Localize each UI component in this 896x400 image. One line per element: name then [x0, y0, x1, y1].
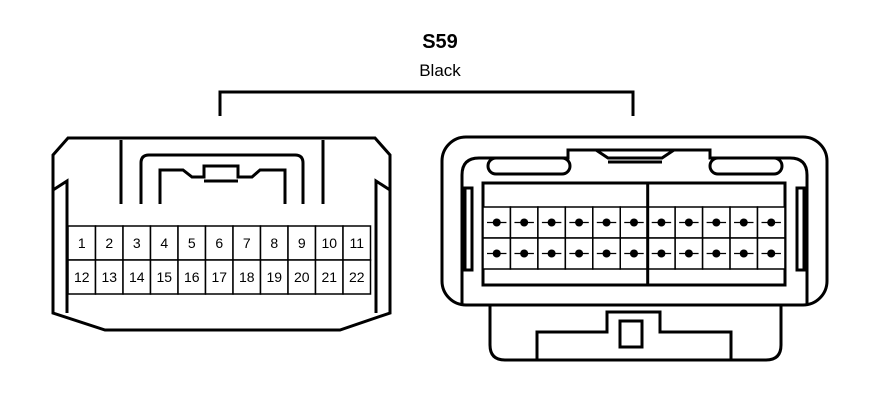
cavity-grid: [482, 183, 786, 285]
pin-cell: [149, 259, 179, 295]
lock-button: [618, 319, 644, 349]
pin-number: 4: [160, 235, 168, 251]
housing-inner-outline: [460, 148, 809, 305]
connector-color: Black: [419, 61, 461, 80]
pin-number: 22: [349, 269, 365, 285]
pin-cell: [259, 259, 289, 295]
pin-number: 20: [294, 269, 310, 285]
pin-cell: [204, 259, 234, 295]
pin-number: 1: [78, 235, 86, 251]
pin-cell: [232, 225, 262, 261]
pin-number: 16: [184, 269, 200, 285]
pin-cell: [94, 259, 124, 295]
pin-number: 12: [74, 269, 90, 285]
left-slot: [486, 156, 572, 176]
left-side-notch: [52, 178, 69, 313]
pin-number: 3: [133, 235, 141, 251]
housing-rear-view: [440, 135, 829, 362]
pin-number: 18: [239, 269, 255, 285]
connector-code: S59: [422, 31, 458, 53]
view-bracket: [218, 90, 635, 116]
left-rail: [463, 186, 474, 272]
pin-number: 9: [298, 235, 306, 251]
lock-guide-walls: [119, 140, 325, 204]
latch-tab: [158, 164, 287, 204]
pin-number: 21: [321, 269, 337, 285]
pin-cell: [122, 259, 152, 295]
pin-cell: [177, 259, 207, 295]
pin-number: 5: [188, 235, 196, 251]
pin-number: 2: [105, 235, 113, 251]
pin-cell: [232, 259, 262, 295]
pin-number: 7: [243, 235, 251, 251]
right-side-notch: [374, 178, 391, 313]
pin-number: 8: [270, 235, 278, 251]
right-slot: [708, 156, 784, 176]
rear-lock-housing: [488, 303, 783, 362]
pin-cell: [67, 259, 97, 295]
pin-cell: [287, 225, 317, 261]
locking-latch: [139, 153, 305, 204]
pin-number: 19: [266, 269, 282, 285]
pin-cell: [342, 259, 372, 295]
pin-number: 15: [156, 269, 172, 285]
pin-cell: [342, 225, 372, 261]
right-rail: [795, 186, 806, 272]
pin-number: 14: [129, 269, 145, 285]
pin-cell: [314, 259, 344, 295]
pin-number: 10: [321, 235, 337, 251]
pin-number: 13: [101, 269, 117, 285]
pin-number: 17: [211, 269, 227, 285]
top-key: [595, 148, 675, 160]
lock-lever: [535, 310, 733, 360]
pin-number: 6: [215, 235, 223, 251]
pin-number: 11: [349, 235, 364, 251]
